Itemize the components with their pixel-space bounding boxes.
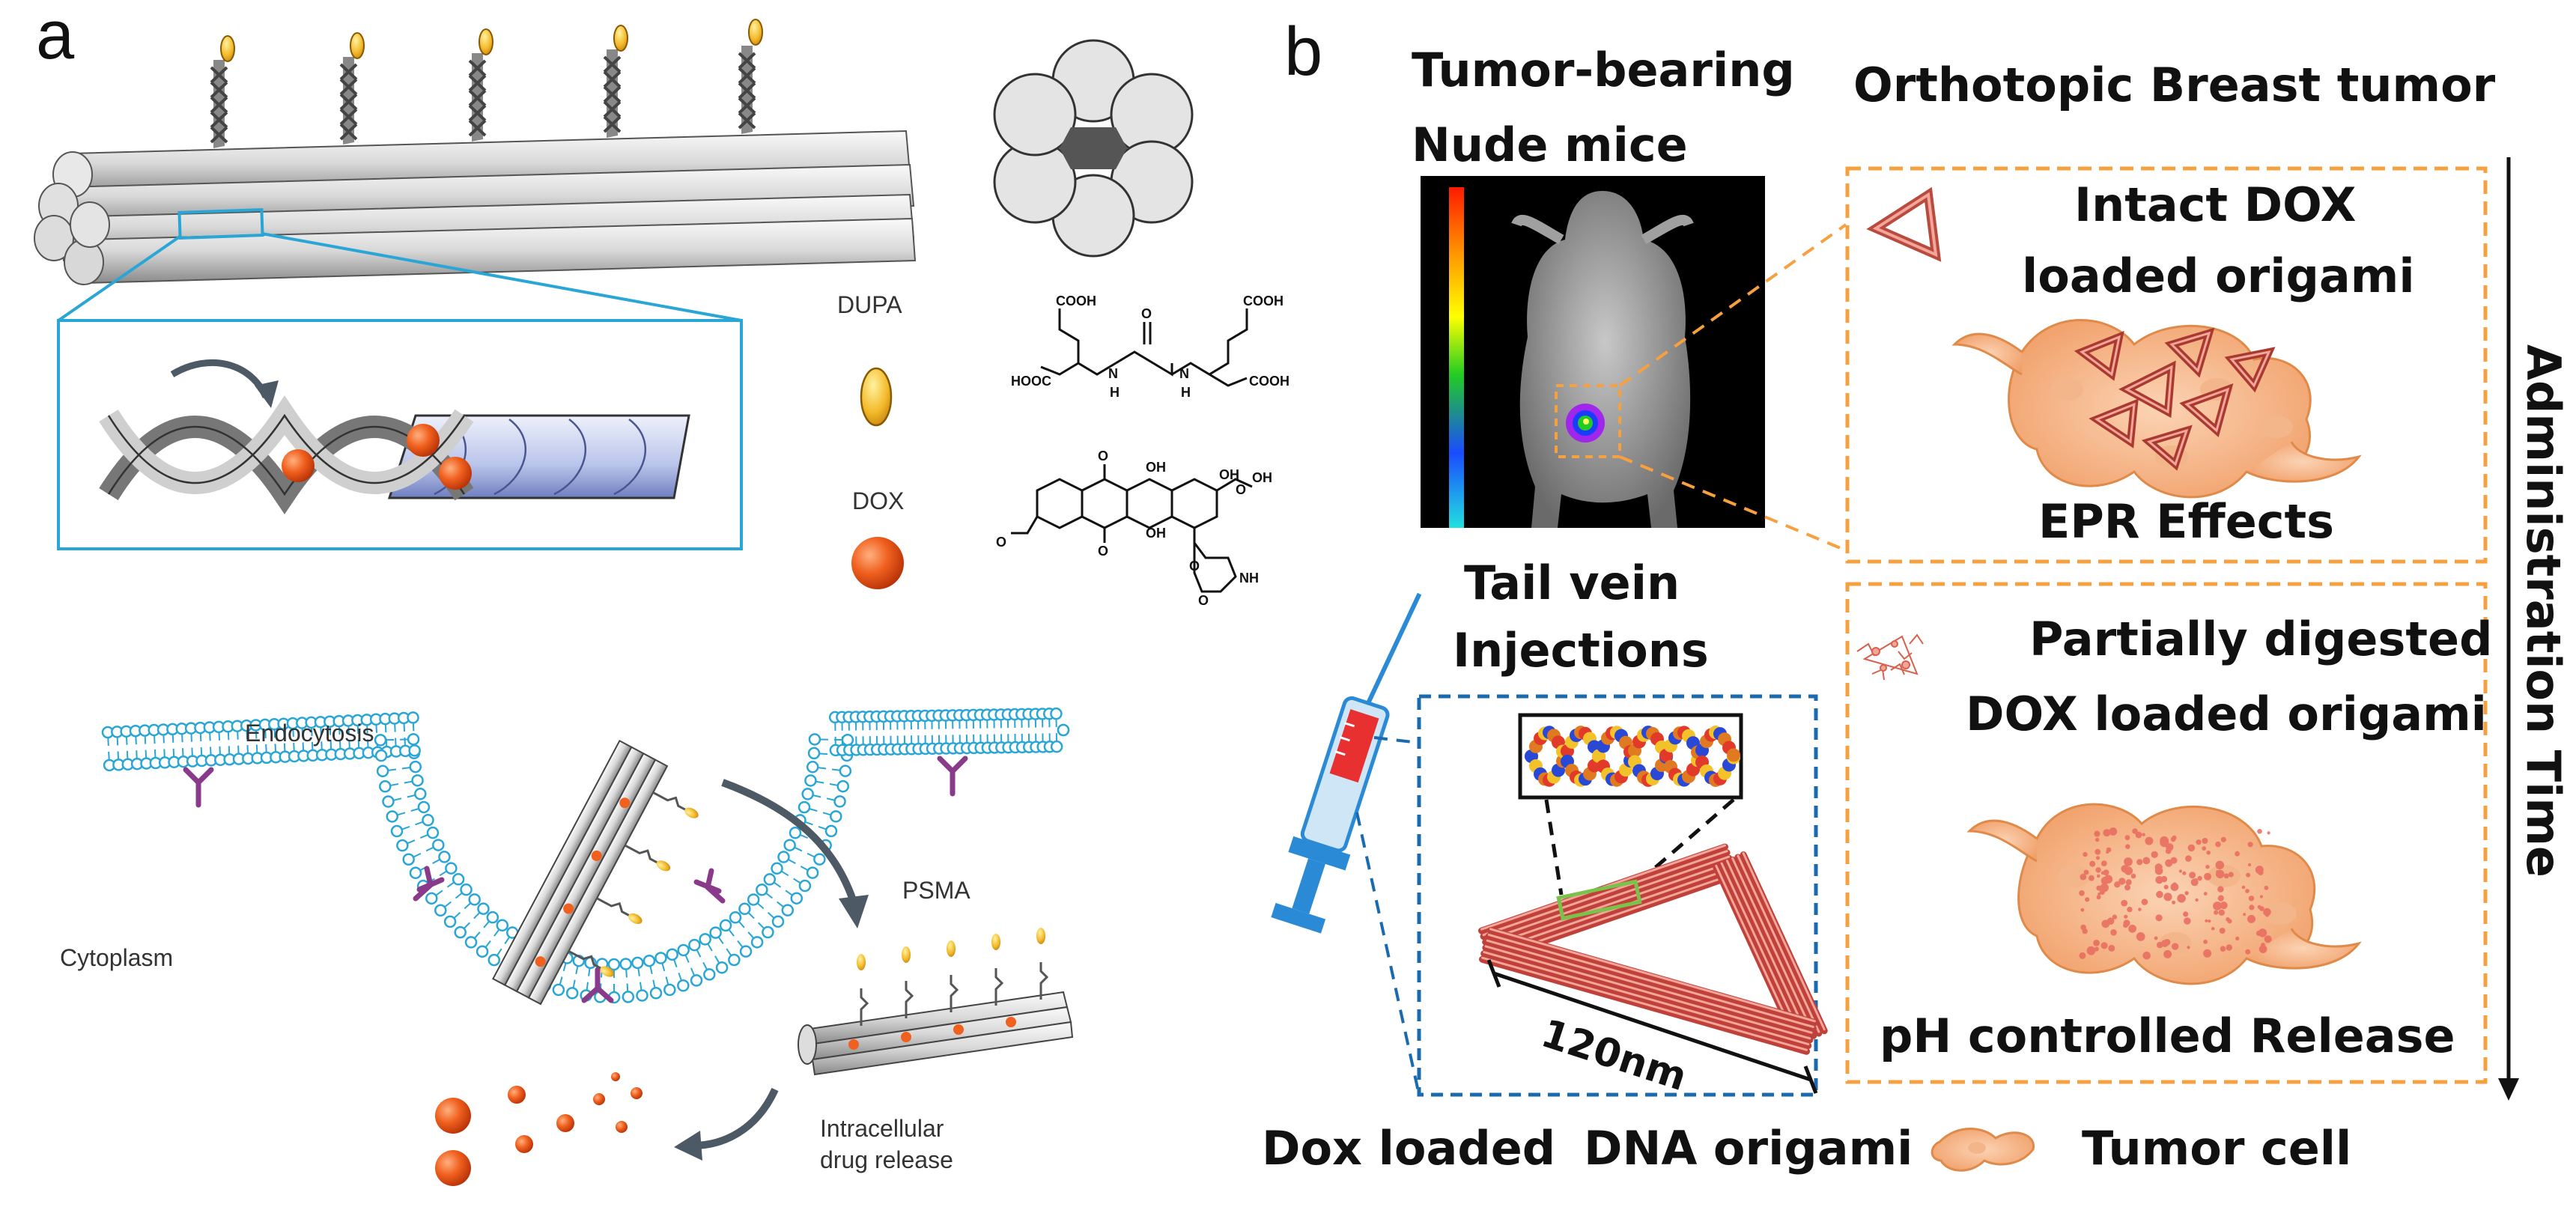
dox-structure <box>1011 464 1253 593</box>
dupa-label: DUPA <box>837 291 902 318</box>
intensity-scale-bar <box>1449 187 1464 528</box>
dna-rod-bundle <box>34 130 917 285</box>
scale-bar <box>1486 959 1818 1094</box>
release-arrowhead <box>674 1131 702 1161</box>
zoom-line-upper <box>1618 223 1847 387</box>
svg-text:O: O <box>1141 306 1152 321</box>
svg-text:O: O <box>1189 559 1200 574</box>
intact-origami-box <box>1845 166 2488 564</box>
dna-origami-triangle <box>1477 843 1828 1055</box>
tumor-roi-box <box>1555 384 1621 458</box>
syringe-zoom-line-upper <box>1373 736 1420 744</box>
release-label-line2: drug release <box>820 1146 953 1173</box>
svg-text:N: N <box>1108 366 1118 381</box>
tumor-cell-icon <box>1931 1128 2035 1172</box>
partial-origami-icon <box>1856 633 1924 681</box>
dupa-stalks <box>210 19 763 148</box>
partial-origami-box <box>1845 582 2488 1084</box>
orthotopic-label: Orthotopic Breast tumor <box>1853 58 2496 112</box>
dupa-structure-text: COOH COOH O HOOC N H N H COOH <box>1011 294 1289 400</box>
dox-structure-text: O OH O OH OH O OH O O NH O <box>996 449 1272 608</box>
admin-time-arrowhead <box>2498 1078 2519 1101</box>
svg-text:COOH: COOH <box>1243 294 1284 308</box>
tail-label-line2: Injections <box>1453 623 1709 678</box>
intact-label-line2: loaded origami <box>2022 249 2415 303</box>
dox-icon <box>851 537 904 589</box>
syringe-zoom-line-lower <box>1355 812 1421 1095</box>
scale-label: 120nm <box>1536 1011 1692 1100</box>
svg-text:O: O <box>1098 449 1108 463</box>
admin-time-label: Administration Time <box>2516 344 2571 878</box>
bundle-cross-section <box>993 39 1194 258</box>
panel-b-label: b <box>1284 13 1322 90</box>
tumor-cell-label: Tumor cell <box>2082 1121 2351 1176</box>
svg-text:H: H <box>1110 385 1120 400</box>
partial-label-line2: DOX loaded origami <box>1966 687 2487 741</box>
svg-text:OH: OH <box>1252 470 1272 485</box>
svg-text:HOOC: HOOC <box>1011 374 1051 389</box>
endocytosis-label: Endocytosis <box>245 720 374 747</box>
tumor-cell-cluster-digested <box>1966 803 2362 985</box>
dupa-icon <box>860 367 893 427</box>
epr-label: EPR Effects <box>2038 494 2334 549</box>
svg-text:N: N <box>1179 366 1189 381</box>
svg-text:O: O <box>1198 593 1209 608</box>
helix-region-marker <box>1556 879 1642 921</box>
cytoplasm-label: Cytoplasm <box>60 944 173 971</box>
tumor-cell-cluster-intact <box>1951 319 2362 499</box>
release-label-line1: Intracellular <box>820 1115 944 1142</box>
released-dox <box>435 1072 643 1186</box>
uptake-arrowhead <box>839 895 869 928</box>
partial-label-line1: Partially digested <box>2029 612 2492 666</box>
psma-label: PSMA <box>902 877 970 904</box>
release-arrow <box>692 1087 779 1149</box>
uptake-arrow <box>721 779 857 904</box>
internalized-origami <box>798 928 1074 1076</box>
svg-text:COOH: COOH <box>1249 374 1289 389</box>
svg-text:OH: OH <box>1146 460 1166 475</box>
svg-text:OH: OH <box>1146 526 1166 541</box>
dox-label: DOX <box>852 487 904 514</box>
svg-text:COOH: COOH <box>1056 294 1096 308</box>
syringe-icon <box>1271 592 1422 934</box>
tail-label-line1: Tail vein <box>1464 556 1680 610</box>
legend: DUPA DOX <box>837 291 904 589</box>
intact-label-line1: Intact DOX <box>2074 177 2356 232</box>
svg-text:O: O <box>996 535 1006 550</box>
mice-label-line2: Nude mice <box>1412 118 1688 172</box>
svg-text:OH: OH <box>1219 467 1239 482</box>
zoom-line-lower <box>1619 455 1847 552</box>
dna-origami-label: DNA origami <box>1584 1121 1913 1176</box>
psma-receptors <box>183 756 968 1003</box>
svg-text:O: O <box>1098 544 1108 559</box>
svg-text:O: O <box>1236 482 1246 497</box>
svg-text:H: H <box>1181 385 1191 400</box>
dox-loaded-label: Dox loaded <box>1262 1121 1555 1176</box>
mouse-fluorescence-image <box>1421 176 1765 528</box>
origami-detail-box <box>1417 694 1818 1097</box>
helix-zoom-line-left <box>1544 799 1564 896</box>
svg-text:NH: NH <box>1239 571 1259 586</box>
zoom-inset <box>57 232 743 550</box>
entering-origami <box>492 739 699 1006</box>
dupa-structure <box>1040 308 1248 387</box>
helix-inset <box>1518 713 1743 800</box>
cell-membrane <box>101 707 1070 1004</box>
intact-origami-icon <box>1866 186 1942 262</box>
ph-release-label: pH controlled Release <box>1880 1009 2455 1063</box>
mice-label-line1: Tumor-bearing <box>1412 43 1795 97</box>
panel-a-label: a <box>36 0 75 73</box>
